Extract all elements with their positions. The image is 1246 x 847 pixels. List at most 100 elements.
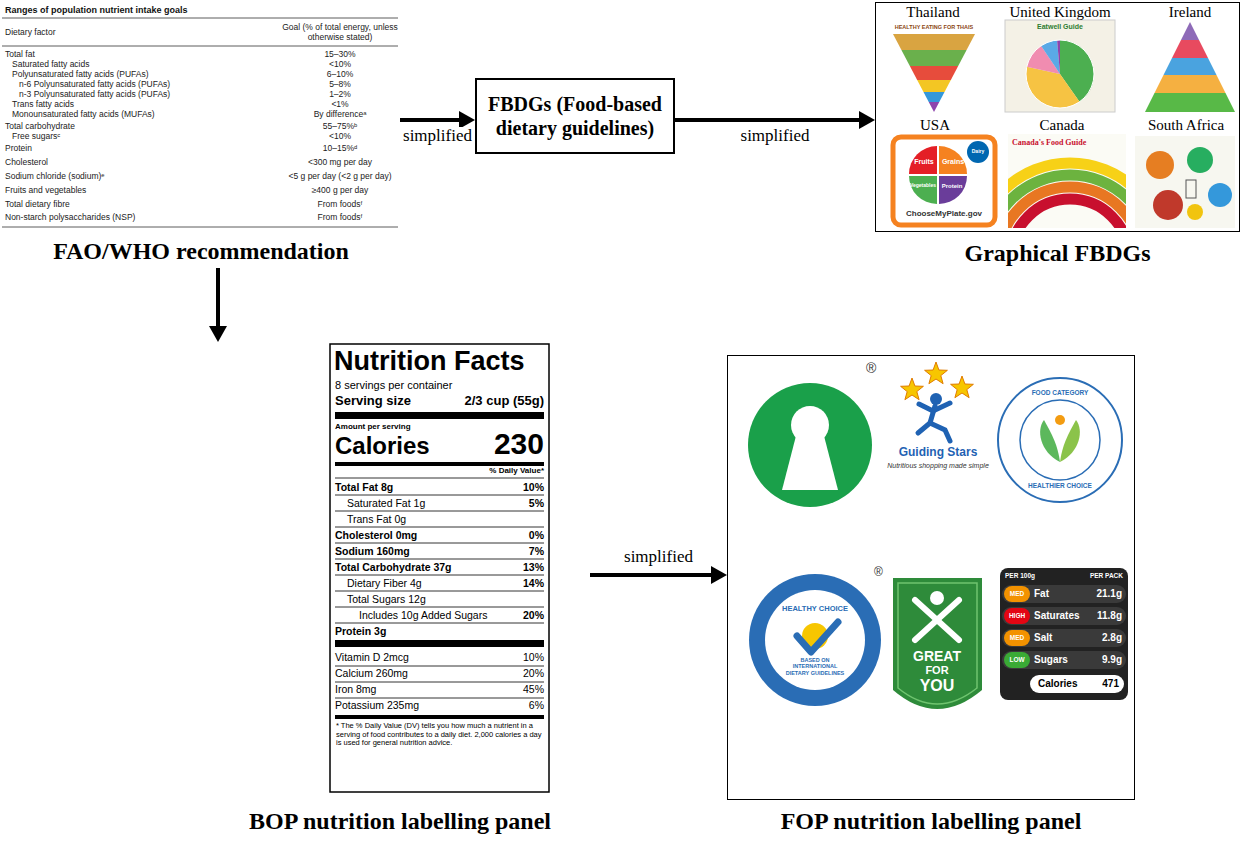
table-cell: Protein [5, 144, 32, 154]
logo-text: Guiding Stars [899, 446, 978, 460]
traffic-name: Salt [1034, 632, 1052, 644]
table-cell: <10% [329, 132, 351, 142]
column-header: Dietary factor [5, 28, 56, 38]
traffic-light-label [1000, 568, 1128, 700]
table-cell: 15–30% [324, 50, 355, 60]
table-cell: Cholesterol [5, 158, 48, 168]
country-name: Ireland [1169, 4, 1211, 21]
process-box: FBDGs (Food-based dietary guidelines) [475, 78, 675, 154]
table-cell: Sodium chloride (sodium)ᵉ [5, 172, 105, 182]
logo-text: HEALTHIER CHOICE [1028, 482, 1092, 489]
panel-caption: FOP nutrition labelling panel [727, 808, 1135, 834]
ireland-pyramid [1140, 22, 1240, 112]
thailand-flag [890, 34, 980, 112]
panel-caption: FAO/WHO recommendation [2, 238, 400, 264]
panel-frame [727, 355, 1135, 800]
table-cell: Monounsaturated fatty acids (MUFAs) [12, 110, 155, 120]
nf-text: % Daily Value* [489, 466, 544, 475]
table-cell: <5 g per day (<2 g per day) [288, 172, 391, 182]
table-cell: Free sugarsᶜ [12, 132, 60, 142]
arrow-head [711, 566, 727, 584]
image-panel: Graphical FBDGs [875, 2, 1240, 270]
traffic-badge: HIGH [1009, 612, 1025, 619]
eatwell-guide [1005, 20, 1115, 112]
image-text: HEALTHY EATING FOR THAIS [895, 24, 974, 30]
image-text: Eatwell Guide [1037, 23, 1083, 31]
edge-label: simplified [400, 127, 475, 146]
traffic-name: Fat [1034, 588, 1049, 600]
traffic-value: 471 [1102, 678, 1119, 690]
table-cell: Total dietary fibre [5, 200, 70, 210]
table-cell: Polyunsaturated fatty acids (PUFAs) [12, 70, 149, 80]
country-name: Canada [1040, 117, 1085, 134]
logo-text: FOR [925, 664, 948, 677]
nf-row: Total Fat 8g [335, 481, 393, 493]
table-cell: <10% [329, 60, 351, 70]
healthy-choice-logo [749, 574, 881, 706]
logo-text: BASED ON INTERNATIONAL DIETARY GUIDELINE… [784, 657, 846, 676]
traffic-name: Calories [1038, 678, 1077, 690]
logo-panel: FOP nutrition labelling panel [727, 355, 1135, 835]
table-cell: 1–2% [329, 90, 351, 100]
traffic-value: 11.8g [1097, 610, 1122, 622]
nf-percent: 13% [523, 561, 544, 573]
column-header: Goal (% of total energy, unless otherwis… [278, 23, 403, 43]
nf-row: Potassium 235mg [335, 699, 419, 711]
table-cell: From foodsᶠ [318, 200, 363, 210]
traffic-value: 21.1g [1096, 588, 1122, 600]
nf-calories: 230 [494, 427, 544, 462]
nf-percent: 10% [523, 651, 544, 663]
table-cell: Fruits and vegetables [5, 186, 86, 196]
image-text: Grains [942, 158, 964, 166]
table-cell: 55–75%ᵇ [323, 122, 357, 132]
table-cell: Total carbohydrate [5, 122, 75, 132]
nutrition-facts-panel [330, 344, 549, 792]
nf-text: Serving size [335, 394, 411, 409]
registered-mark: ® [866, 360, 876, 376]
nf-row: Calcium 260mg [335, 667, 408, 679]
table-cell: Trans fatty acids [12, 100, 74, 110]
table-cell: n-3 Polyunsaturated fatty acids (PUFAs) [19, 90, 170, 100]
connector-line [216, 268, 220, 328]
nf-row: Saturated Fat 1g [347, 497, 425, 509]
table-cell: Total fat [5, 50, 35, 60]
nf-row: Total Carbohydrate 37g [335, 561, 452, 573]
table-cell: <300 mg per day [308, 158, 372, 168]
table-cell: ≥400 g per day [312, 186, 369, 196]
nf-row: Total Sugars 12g [347, 593, 426, 605]
table-rules [2, 18, 398, 227]
registered-mark: ® [874, 566, 883, 580]
image-text: Canada's Food Guide [1012, 138, 1086, 147]
great-for-you-logo [893, 578, 982, 709]
country-name: Thailand [906, 4, 959, 21]
logo-text: YOU [920, 677, 955, 695]
image-text: Fruits [914, 158, 933, 166]
logo-text: GREAT [913, 648, 961, 664]
traffic-header: PER 100g [1005, 572, 1035, 579]
traffic-name: Saturates [1034, 610, 1080, 622]
image-text: Dairy [972, 149, 985, 155]
image-text: Vegetables [910, 183, 936, 189]
table-cell: By differenceᵃ [314, 110, 367, 120]
logo-text: Nutritious shopping made simple [887, 462, 989, 470]
nf-percent: 5% [529, 497, 544, 509]
connector-line [400, 118, 461, 122]
traffic-value: 9.9g [1102, 654, 1122, 666]
nf-text: 8 servings per container [335, 379, 452, 392]
panel-caption: BOP nutrition labelling panel [210, 808, 590, 834]
table-cell: From foodsᶠ [318, 213, 363, 223]
connector-line [675, 118, 861, 122]
country-name: USA [920, 117, 950, 134]
arrow-head [859, 111, 875, 129]
guiding-stars-logo [901, 362, 974, 441]
table-cell: n-6 Polyunsaturated fatty acids (PUFAs) [19, 80, 170, 90]
nf-percent: 14% [523, 577, 544, 589]
table-cell: 5–8% [329, 80, 351, 90]
table-title: Ranges of population nutrient intake goa… [5, 5, 188, 15]
edge-label: simplified [621, 548, 696, 567]
nf-percent: 45% [523, 683, 544, 695]
nf-calories: Calories [335, 432, 430, 460]
arrow-head [209, 326, 227, 342]
